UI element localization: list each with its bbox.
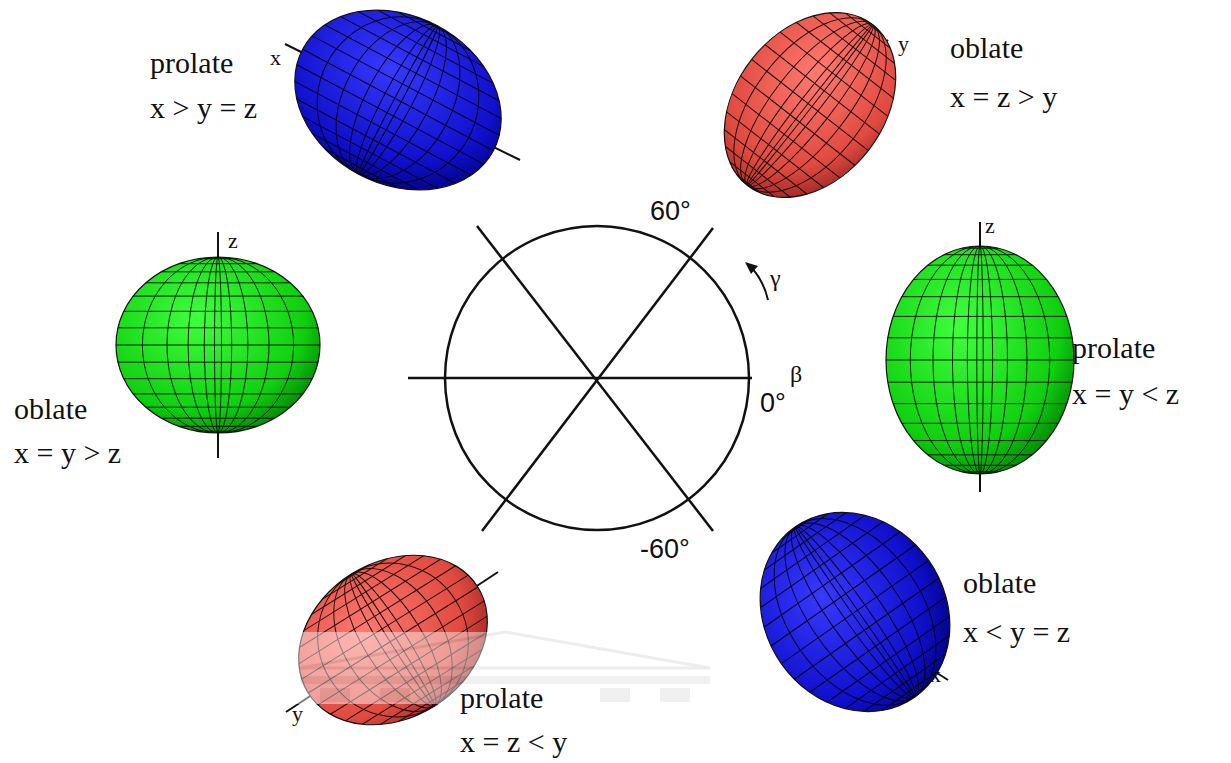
beta-symbol: β — [790, 362, 802, 386]
angle-value: -60° — [640, 536, 690, 563]
axis-relation: x < y = z — [963, 617, 1070, 647]
axis-relation: x = z < y — [460, 727, 567, 757]
nucleus-ellipsoid — [886, 222, 1074, 492]
axis-letter: y — [898, 33, 909, 55]
nucleus-ellipsoid — [689, 0, 931, 231]
axis-letter: x — [270, 47, 281, 69]
axis-letter: z — [228, 230, 238, 252]
angle-value: 60° — [650, 198, 691, 225]
axis-letter: x — [930, 664, 941, 686]
axis-letter: y — [292, 703, 303, 725]
nucleus-ellipsoid — [263, 0, 533, 225]
gamma-beta-plane — [408, 226, 768, 531]
gamma-symbol: γ — [770, 266, 781, 290]
angle-value: 0° — [760, 390, 786, 417]
axis-relation: x = y < z — [1072, 379, 1179, 409]
shape-name: prolate — [150, 48, 233, 78]
shape-name: oblate — [14, 394, 87, 424]
axis-relation: x = y > z — [14, 438, 121, 468]
axis-letter: z — [985, 215, 995, 237]
shape-name: prolate — [1072, 333, 1155, 363]
nucleus-ellipsoid — [722, 475, 989, 749]
axis-relation: x > y = z — [150, 93, 257, 123]
shape-name: prolate — [460, 683, 543, 713]
axis-relation: x = z > y — [950, 82, 1057, 112]
shape-name: oblate — [950, 33, 1023, 63]
shape-name: oblate — [963, 568, 1036, 598]
nucleus-ellipsoid — [116, 232, 320, 458]
